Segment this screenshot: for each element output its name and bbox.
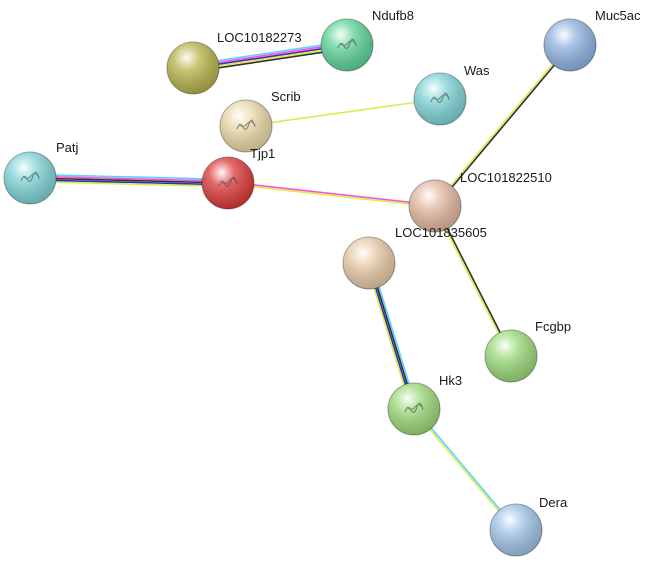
- node-was[interactable]: Was: [413, 63, 490, 126]
- edge-scrib-was[interactable]: [245, 98, 441, 127]
- edge-evidence-line: [433, 205, 511, 358]
- edge-evidence-line: [433, 43, 571, 207]
- node-label: LOC10182273: [217, 30, 302, 45]
- edge-evidence-line: [29, 178, 229, 186]
- node-tjp1[interactable]: Tjp1: [201, 146, 275, 210]
- edge-evidence-line: [29, 180, 229, 188]
- node-highlight: [4, 152, 56, 204]
- node-label: Muc5ac: [595, 8, 641, 23]
- node-highlight: [343, 237, 395, 289]
- edge-evidence-line: [434, 44, 572, 208]
- edge-evidence-line: [227, 183, 436, 208]
- node-highlight: [409, 180, 461, 232]
- edge-evidence-line: [192, 47, 349, 73]
- node-scrib[interactable]: Scrib: [219, 89, 301, 153]
- node-muc5ac[interactable]: Muc5ac: [543, 8, 641, 72]
- node-loc101835605[interactable]: LOC101835605: [342, 225, 487, 290]
- edge-layer: [29, 40, 572, 532]
- node-highlight: [202, 157, 254, 209]
- node-dera[interactable]: Dera: [489, 495, 568, 557]
- edge-evidence-line: [435, 204, 513, 357]
- node-label: Patj: [56, 140, 79, 155]
- edge-loc101822510-muc5ac[interactable]: [433, 43, 572, 208]
- node-label: Dera: [539, 495, 568, 510]
- node-highlight: [544, 19, 596, 71]
- edge-evidence-line: [227, 181, 436, 206]
- edge-evidence-line: [413, 407, 518, 531]
- edge-evidence-line: [245, 98, 441, 127]
- edge-tjp1-loc101822510[interactable]: [227, 181, 436, 208]
- edge-hk3-dera[interactable]: [412, 407, 518, 532]
- node-loc1018227[interactable]: LOC10182273: [166, 30, 302, 95]
- node-loc101822510[interactable]: LOC101822510: [408, 170, 552, 233]
- node-label: LOC101835605: [395, 225, 487, 240]
- node-patj[interactable]: Patj: [3, 140, 79, 205]
- node-highlight: [388, 383, 440, 435]
- edge-evidence-line: [191, 42, 348, 68]
- node-highlight: [321, 19, 373, 71]
- node-label: Ndufb8: [372, 8, 414, 23]
- edge-evidence-line: [192, 45, 349, 71]
- edge-evidence-line: [29, 177, 229, 184]
- edge-evidence-line: [412, 408, 517, 532]
- node-label: Scrib: [271, 89, 301, 104]
- node-label: LOC101822510: [460, 170, 552, 185]
- node-highlight: [220, 100, 272, 152]
- edge-evidence-line: [29, 175, 229, 183]
- node-hk3[interactable]: Hk3: [387, 373, 462, 436]
- edge-evidence-line: [29, 173, 229, 181]
- node-highlight: [414, 73, 466, 125]
- node-highlight: [490, 504, 542, 556]
- edge-loc101822510-fcgbp[interactable]: [433, 204, 513, 358]
- edge-evidence-line: [191, 40, 348, 66]
- node-label: Hk3: [439, 373, 462, 388]
- node-fcgbp[interactable]: Fcgbp: [484, 319, 571, 383]
- node-label: Tjp1: [250, 146, 275, 161]
- node-ndufb8[interactable]: Ndufb8: [320, 8, 414, 72]
- node-highlight: [167, 42, 219, 94]
- node-highlight: [485, 330, 537, 382]
- node-label: Fcgbp: [535, 319, 571, 334]
- node-label: Was: [464, 63, 490, 78]
- edge-patj-tjp1[interactable]: [29, 173, 229, 188]
